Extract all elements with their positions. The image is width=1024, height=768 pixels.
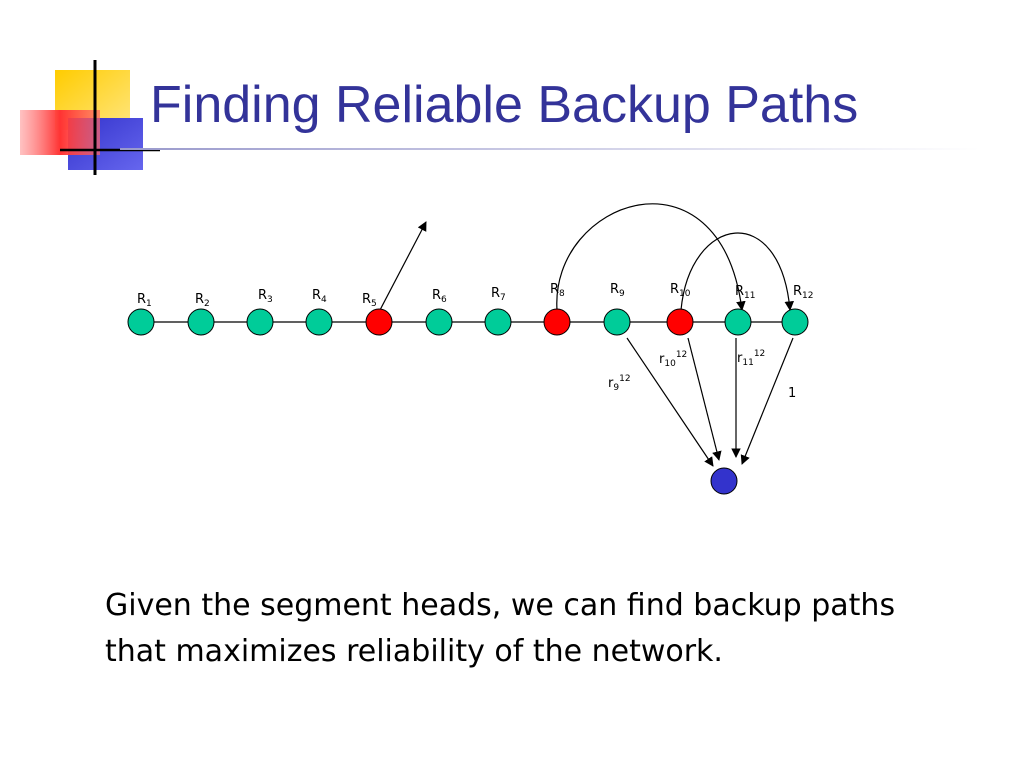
page-title: Finding Reliable Backup Paths xyxy=(150,76,859,134)
router-node-r1 xyxy=(127,308,155,336)
router-node-r2 xyxy=(187,308,215,336)
r5-outgoing-arrow xyxy=(379,221,427,311)
backup-path-r12 xyxy=(740,337,794,465)
router-label-r5: R5 xyxy=(362,292,377,309)
arc-r10-to-r12 xyxy=(680,232,794,311)
router-labels: R1 R2 R3 R4 R5 R6 R7 R8 R9 R10 R11 R12 xyxy=(137,282,814,309)
router-node-r6 xyxy=(425,308,453,336)
router-label-r12: R12 xyxy=(793,284,814,301)
backup-path-r10 xyxy=(687,337,722,461)
router-node-r9 xyxy=(603,308,631,336)
router-node-r3 xyxy=(246,308,274,336)
router-label-r8: R8 xyxy=(550,282,565,299)
router-node-r5 xyxy=(365,308,393,336)
router-node-r10 xyxy=(666,308,694,336)
router-nodes xyxy=(127,308,809,336)
backup-path-r9 xyxy=(626,337,714,467)
backup-label-r11-12: r1112 xyxy=(737,349,765,368)
backup-label-r9-12: r912 xyxy=(608,374,631,393)
backup-labels: r912 r1012 r1112 1 xyxy=(608,349,796,401)
arc-r8-to-r11 xyxy=(556,203,746,311)
router-label-r9: R9 xyxy=(610,282,625,299)
router-node-r4 xyxy=(305,308,333,336)
title-underline xyxy=(120,148,980,150)
router-label-r3: R3 xyxy=(258,288,273,305)
router-node-r7 xyxy=(484,308,512,336)
backup-label-r10-12: r1012 xyxy=(659,350,687,369)
slide-logo xyxy=(20,60,160,175)
network-diagram: R1 R2 R3 R4 R5 R6 R7 R8 R9 R10 R11 R12 r912 r1012 r11… xyxy=(127,203,814,495)
destination-node xyxy=(710,467,738,495)
router-node-r8 xyxy=(543,308,571,336)
router-label-r11: R11 xyxy=(735,284,756,301)
logo-red-bar xyxy=(20,110,100,155)
router-node-r11 xyxy=(724,308,752,336)
router-label-r10: R10 xyxy=(670,282,691,299)
router-label-r6: R6 xyxy=(432,288,447,305)
router-node-r12 xyxy=(781,308,809,336)
body-text: Given the segment heads, we can find bac… xyxy=(105,588,896,669)
router-label-r1: R1 xyxy=(137,292,152,309)
router-label-r2: R2 xyxy=(195,292,210,309)
backup-label-r12: 1 xyxy=(788,386,796,401)
router-label-r4: R4 xyxy=(312,288,327,305)
router-label-r7: R7 xyxy=(491,286,506,303)
